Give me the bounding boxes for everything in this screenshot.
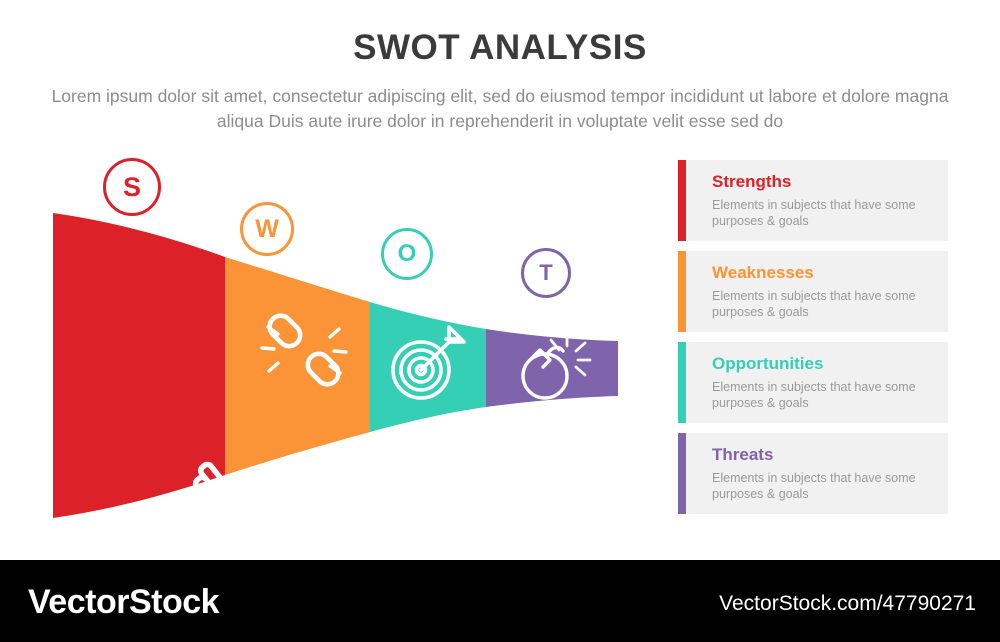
swot-funnel-graphic — [40, 200, 640, 530]
legend-card-threats: Threats Elements in subjects that have s… — [678, 433, 948, 514]
legend-title: Weaknesses — [712, 263, 814, 282]
funnel-segment-threats — [486, 329, 618, 407]
badge-opportunities: O — [381, 228, 433, 280]
legend-description: Elements in subjects that have some purp… — [712, 380, 916, 410]
legend-title: Threats — [712, 445, 774, 464]
bomb-icon — [521, 332, 592, 400]
swot-legend-list: Strengths Elements in subjects that have… — [678, 160, 948, 524]
legend-card-strengths: Strengths Elements in subjects that have… — [678, 160, 948, 241]
badge-weaknesses: W — [240, 202, 294, 256]
legend-accent-bar — [678, 342, 686, 423]
vectorstock-logo: VectorStock — [28, 583, 220, 621]
funnel-segment-opportunities — [370, 302, 486, 432]
legend-description: Elements in subjects that have some purp… — [712, 289, 916, 319]
target-dart-icon — [391, 325, 466, 400]
legend-description: Elements in subjects that have some purp… — [712, 471, 916, 501]
funnel-segment-weaknesses — [225, 257, 370, 475]
legend-card-body: Weaknesses Elements in subjects that hav… — [686, 251, 948, 332]
badge-threats: T — [521, 248, 571, 298]
legend-title: Strengths — [712, 172, 792, 191]
legend-description: Elements in subjects that have some purp… — [712, 198, 916, 228]
dumbbell-icon — [123, 461, 230, 530]
legend-card-body: Threats Elements in subjects that have s… — [686, 433, 948, 514]
funnel-segment-strengths — [53, 213, 230, 530]
badge-strengths: S — [103, 158, 161, 216]
vectorstock-url: VectorStock.com/47790271 — [719, 592, 976, 615]
legend-accent-bar — [678, 433, 686, 514]
watermark-bar — [0, 560, 1000, 642]
legend-accent-bar — [678, 160, 686, 241]
legend-card-body: Opportunities Elements in subjects that … — [686, 342, 948, 423]
legend-card-opportunities: Opportunities Elements in subjects that … — [678, 342, 948, 423]
legend-card-body: Strengths Elements in subjects that have… — [686, 160, 948, 241]
page-subtitle: Lorem ipsum dolor sit amet, consectetur … — [51, 86, 949, 131]
legend-card-weaknesses: Weaknesses Elements in subjects that hav… — [678, 251, 948, 332]
legend-accent-bar — [678, 251, 686, 332]
broken-chain-icon — [260, 313, 348, 387]
page-title: SWOT ANALYSIS — [353, 28, 647, 67]
legend-title: Opportunities — [712, 354, 824, 373]
